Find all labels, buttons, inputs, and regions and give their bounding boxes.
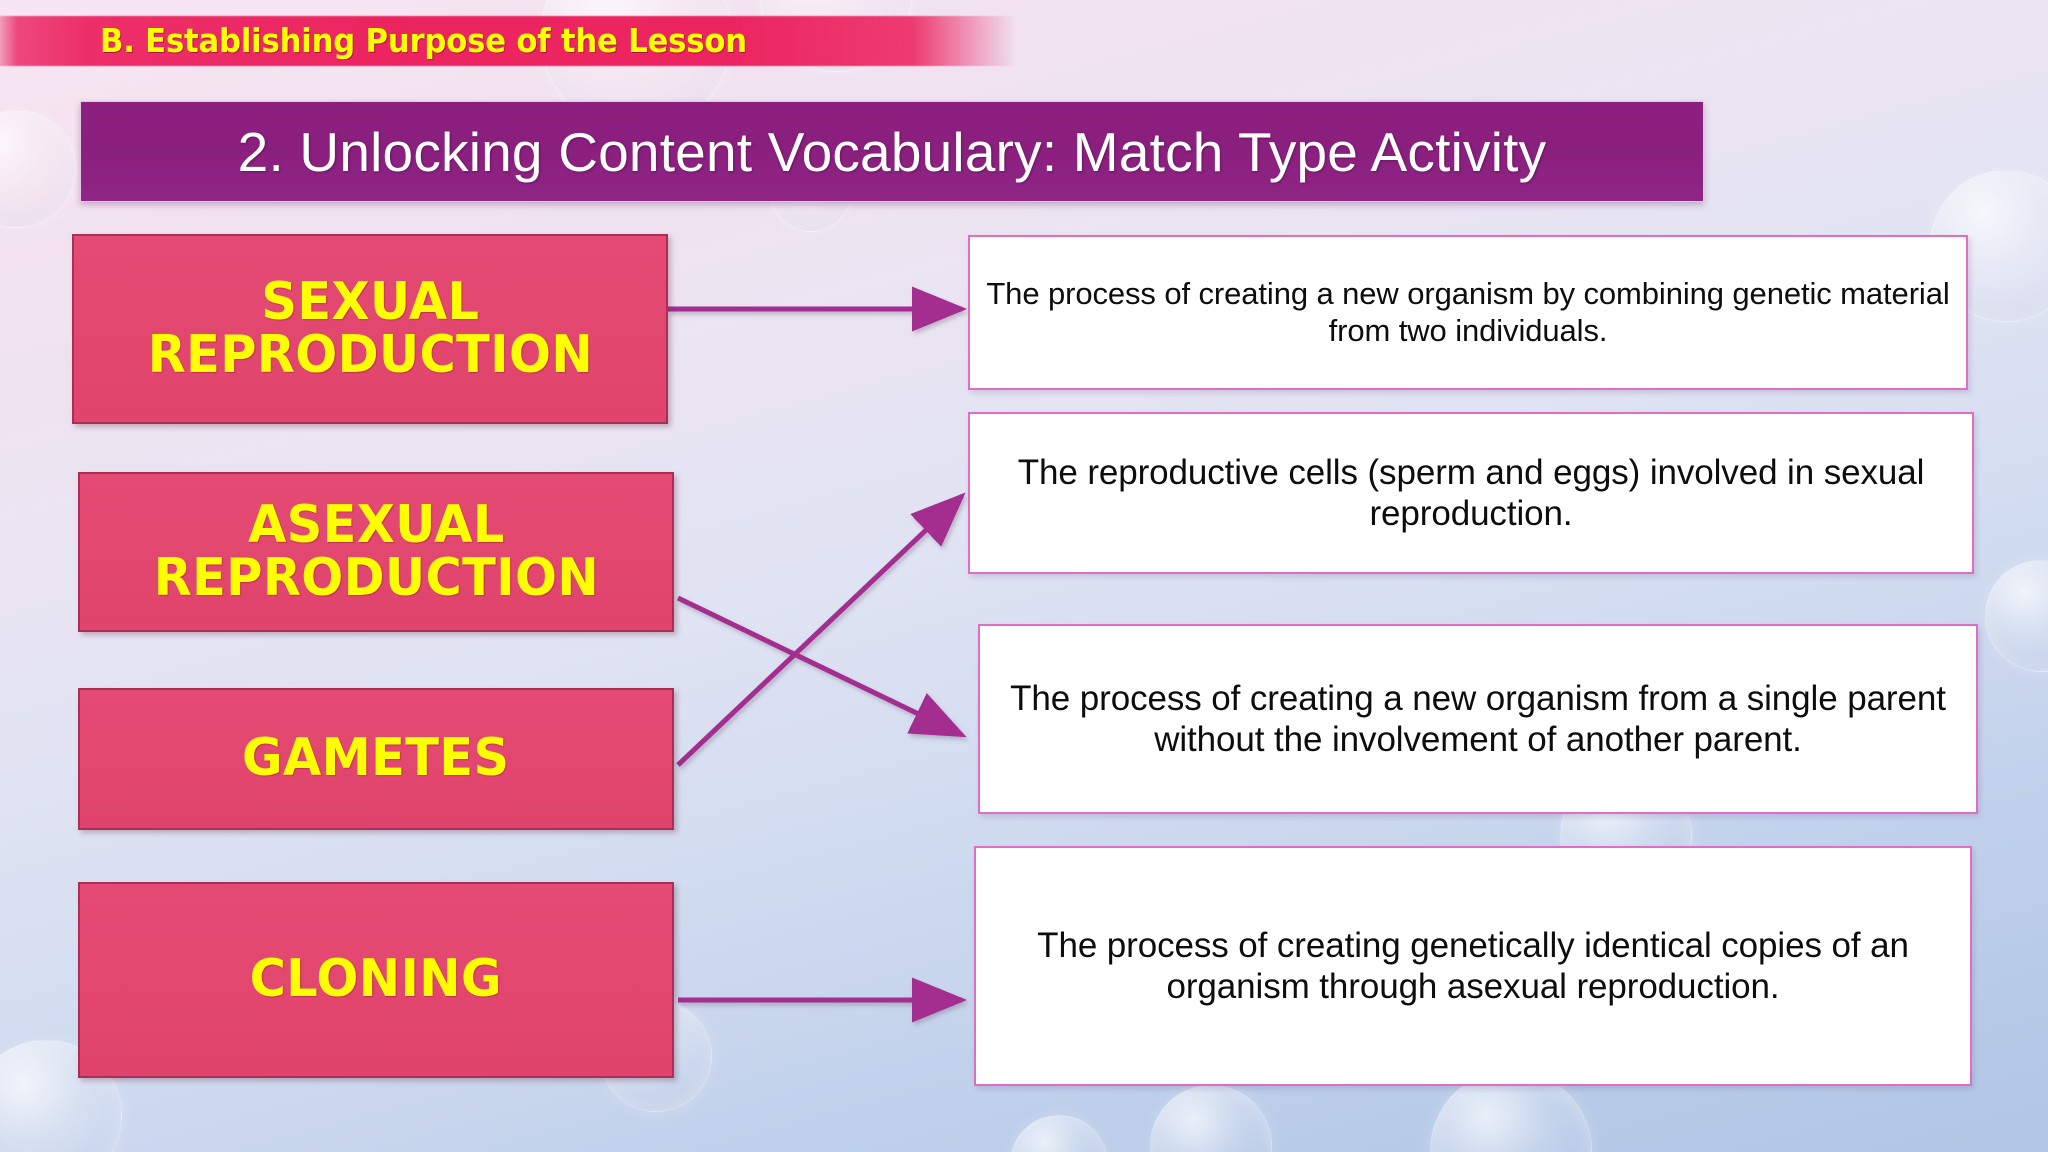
bubble-decoration: [1010, 1115, 1108, 1152]
definition-text: The reproductive cells (sperm and eggs) …: [1017, 452, 1925, 533]
term-box-cloning[interactable]: CLONING: [78, 882, 674, 1078]
term-box-asexual-reproduction[interactable]: ASEXUAL REPRODUCTION: [78, 472, 674, 632]
slide-title: 2. Unlocking Content Vocabulary: Match T…: [237, 120, 1547, 183]
bubble-decoration: [0, 110, 76, 228]
term-label: GAMETES: [242, 728, 510, 789]
term-box-sexual-reproduction[interactable]: SEXUAL REPRODUCTION: [72, 234, 668, 424]
term-label: CLONING: [249, 949, 503, 1010]
definition-text: The process of creating genetically iden…: [1037, 925, 1909, 1006]
section-banner: [0, 16, 1016, 66]
definition-text: The process of creating a new organism f…: [1010, 678, 1946, 759]
definition-text: The process of creating a new organism b…: [986, 275, 1950, 348]
section-banner-label: B. Establishing Purpose of the Lesson: [100, 21, 747, 60]
bubble-decoration: [1150, 1085, 1272, 1152]
term-box-gametes[interactable]: GAMETES: [78, 688, 674, 830]
term-label: ASEXUAL REPRODUCTION: [153, 494, 599, 608]
slide-title-bar: 2. Unlocking Content Vocabulary: Match T…: [80, 101, 1704, 202]
definition-box-3[interactable]: The process of creating a new organism f…: [978, 624, 1978, 814]
definition-box-2[interactable]: The reproductive cells (sperm and eggs) …: [968, 412, 1974, 574]
bubble-decoration: [1985, 560, 2048, 672]
definition-box-4[interactable]: The process of creating genetically iden…: [974, 846, 1972, 1086]
arrow-gametes-to-def2: [676, 492, 966, 767]
definition-box-1[interactable]: The process of creating a new organism b…: [968, 235, 1968, 390]
arrow-asexual-to-def3: [676, 595, 967, 738]
term-label: SEXUAL REPRODUCTION: [147, 271, 593, 385]
